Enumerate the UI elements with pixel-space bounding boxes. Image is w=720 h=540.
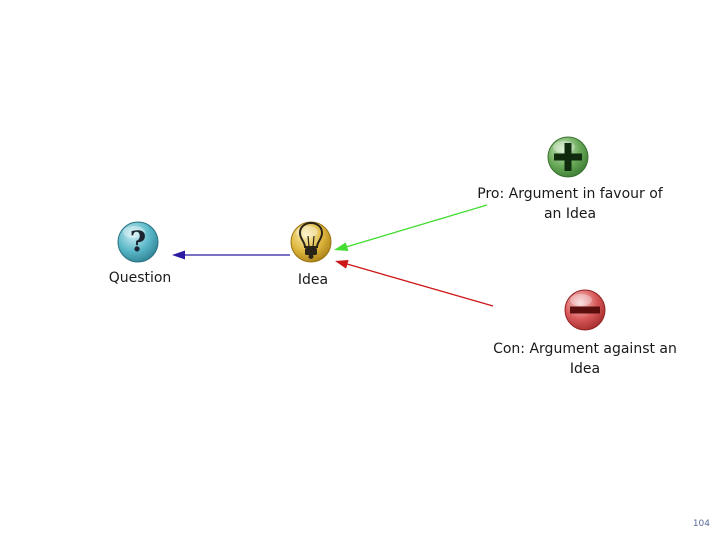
link-con-to-idea bbox=[335, 260, 494, 307]
link-pro-to-idea bbox=[334, 204, 488, 251]
link-line bbox=[346, 263, 494, 307]
arrowhead-icon bbox=[335, 260, 349, 269]
plus-icon[interactable] bbox=[547, 136, 589, 178]
arrowhead-icon bbox=[334, 242, 349, 251]
svg-text:?: ? bbox=[130, 225, 146, 258]
pro-node-label: Pro: Argument in favour of an Idea bbox=[477, 186, 663, 222]
arrowhead-icon bbox=[172, 250, 185, 260]
link-idea-to-question bbox=[172, 250, 290, 260]
idea-node-label: Idea bbox=[297, 272, 329, 288]
minus-icon[interactable] bbox=[564, 289, 606, 331]
question-node-label: Question bbox=[108, 270, 172, 286]
lightbulb-icon[interactable] bbox=[290, 221, 332, 263]
question-icon[interactable]: ? bbox=[117, 221, 159, 263]
link-line bbox=[345, 204, 488, 248]
page-number: 104 bbox=[692, 519, 710, 529]
con-node-label: Con: Argument against an Idea bbox=[493, 341, 677, 377]
